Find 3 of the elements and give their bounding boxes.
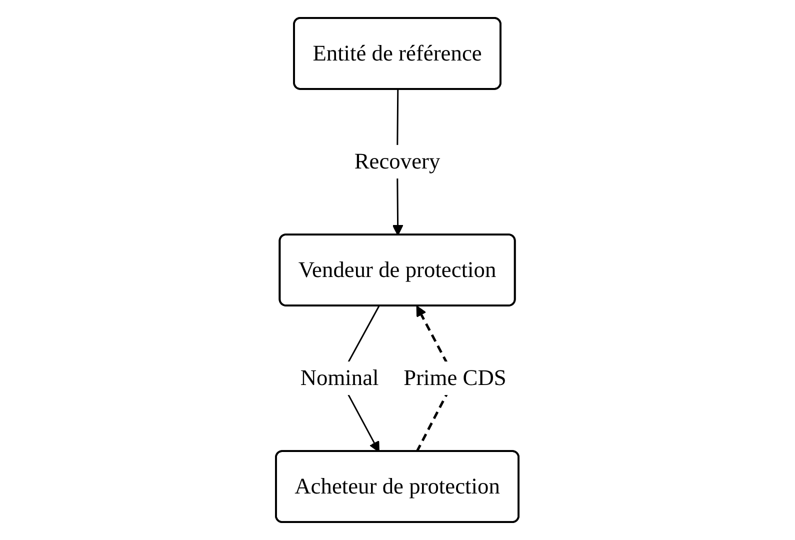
edge-label: Prime CDS [404, 365, 507, 390]
edge-label: Nominal [300, 365, 379, 390]
edge-label: Recovery [354, 148, 440, 174]
